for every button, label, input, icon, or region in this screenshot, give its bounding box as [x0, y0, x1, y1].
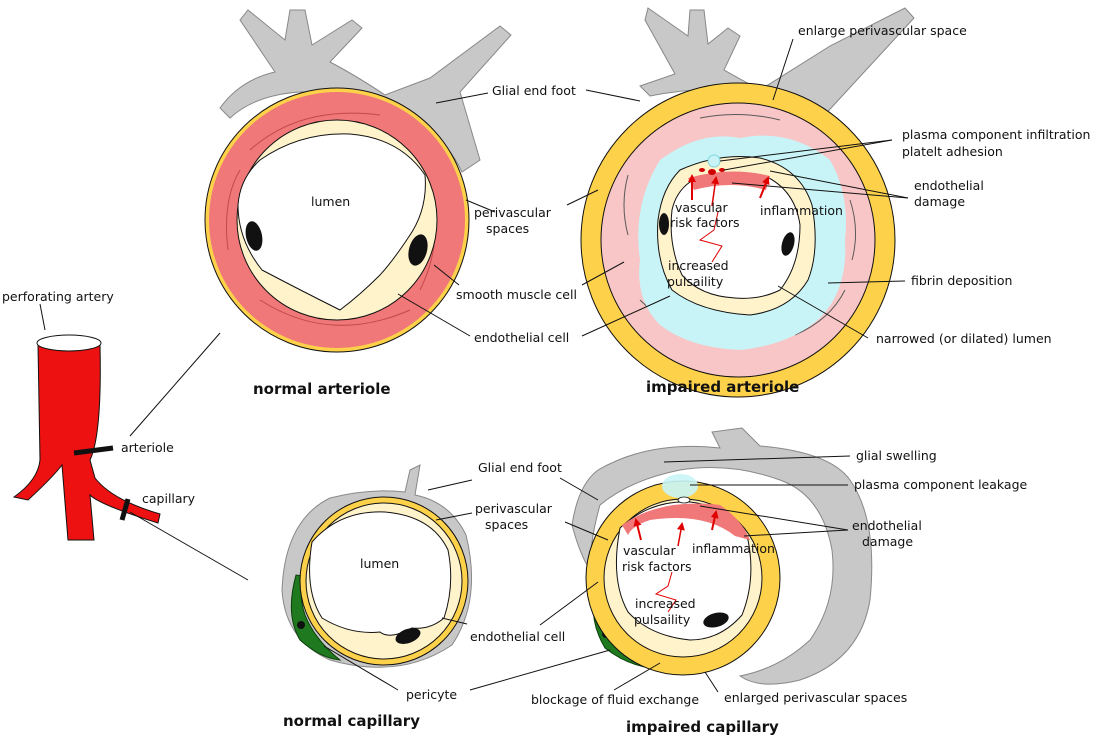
inflammation-cap-label: inflammation [692, 541, 775, 556]
pulsaility-cap-label: pulsaility [634, 612, 691, 627]
endothelial-damage-cap-label-2: damage [862, 534, 913, 549]
platelet-2 [708, 169, 716, 175]
artery-opening [37, 335, 101, 351]
perforating-artery-leader [40, 304, 45, 330]
impaired-nucleus-left [659, 213, 669, 235]
increased-label: increased [668, 258, 729, 273]
vascular-cap-label: vascular [623, 543, 676, 558]
capillary-label: capillary [142, 491, 196, 506]
pericyte-label: pericyte [406, 687, 457, 702]
inflammation-label: inflammation [760, 203, 843, 218]
impaired-capillary-title: impaired capillary [626, 718, 779, 736]
plasma-droplet [708, 155, 720, 167]
endothelial-damage-cap-label-1: endothelial [852, 518, 922, 533]
blockage-label: blockage of fluid exchange [531, 692, 699, 707]
perivascular-label-2: spaces [486, 221, 529, 236]
endothelial-cell-label: endothelial cell [474, 330, 569, 345]
pulsaility-label: pulsaility [667, 274, 724, 289]
glial-swelling-label: glial swelling [856, 448, 937, 463]
vascular-label: vascular [675, 200, 728, 215]
endothelial-damage-label-1: endothelial [914, 178, 984, 193]
enlarged-spaces-label: enlarged perivascular spaces [724, 690, 907, 705]
platelet-adhesion-label: platelt adhesion [902, 144, 1003, 159]
arteriole-label: arteriole [121, 440, 174, 455]
plasma-infiltration-label: plasma component infiltration [902, 127, 1090, 142]
perivascular-cap-label-1: perivascular [475, 501, 553, 516]
plasma-leak-cloud [662, 474, 698, 498]
increased-cap-label: increased [635, 596, 696, 611]
glial-foot-cap-leader [428, 480, 472, 490]
blockage-leader [614, 663, 660, 690]
enlarged-spaces-leader [705, 672, 718, 692]
normal-capillary-title: normal capillary [283, 712, 420, 730]
impaired-arteriole-title: impaired arteriole [646, 378, 799, 396]
risk-factors-label: risk factors [670, 215, 739, 230]
pericyte-nucleus [297, 621, 305, 629]
glial-end-foot-cap-label: Glial end foot [478, 460, 562, 475]
perforating-artery-label: perforating artery [2, 289, 114, 304]
impaired-arteriole-drawing [567, 8, 914, 397]
perivascular-cap-label-2: spaces [485, 517, 528, 532]
pericyte-impaired-leader [470, 650, 610, 690]
plasma-leak-drop [678, 497, 690, 503]
lumen-label-arteriole: lumen [311, 194, 350, 209]
normal-arteriole-title: normal arteriole [253, 380, 391, 398]
glial-end-foot-label: Glial end foot [492, 83, 576, 98]
fibrin-deposition-label: fibrin deposition [911, 273, 1012, 288]
arteriole-zoom-line [130, 333, 220, 436]
normal-capillary-drawing [282, 465, 472, 690]
plasma-leakage-label: plasma component leakage [854, 477, 1028, 492]
glial-end-foot-leader-2 [586, 90, 640, 101]
platelet-1 [699, 168, 705, 172]
endothelial-damage-label-2: damage [914, 194, 965, 209]
perivascular-label-1: perivascular [474, 205, 552, 220]
narrowed-lumen-label: narrowed (or dilated) lumen [876, 331, 1052, 346]
lumen-label-capillary: lumen [360, 556, 399, 571]
enlarge-perivascular-label: enlarge perivascular space [798, 23, 967, 38]
capillary-zoom-line [130, 512, 248, 580]
endothelial-cell-cap-label: endothelial cell [470, 629, 565, 644]
risk-factors-cap-label: risk factors [622, 559, 691, 574]
capillary-lumen [310, 512, 451, 635]
smooth-muscle-label: smooth muscle cell [456, 287, 577, 302]
